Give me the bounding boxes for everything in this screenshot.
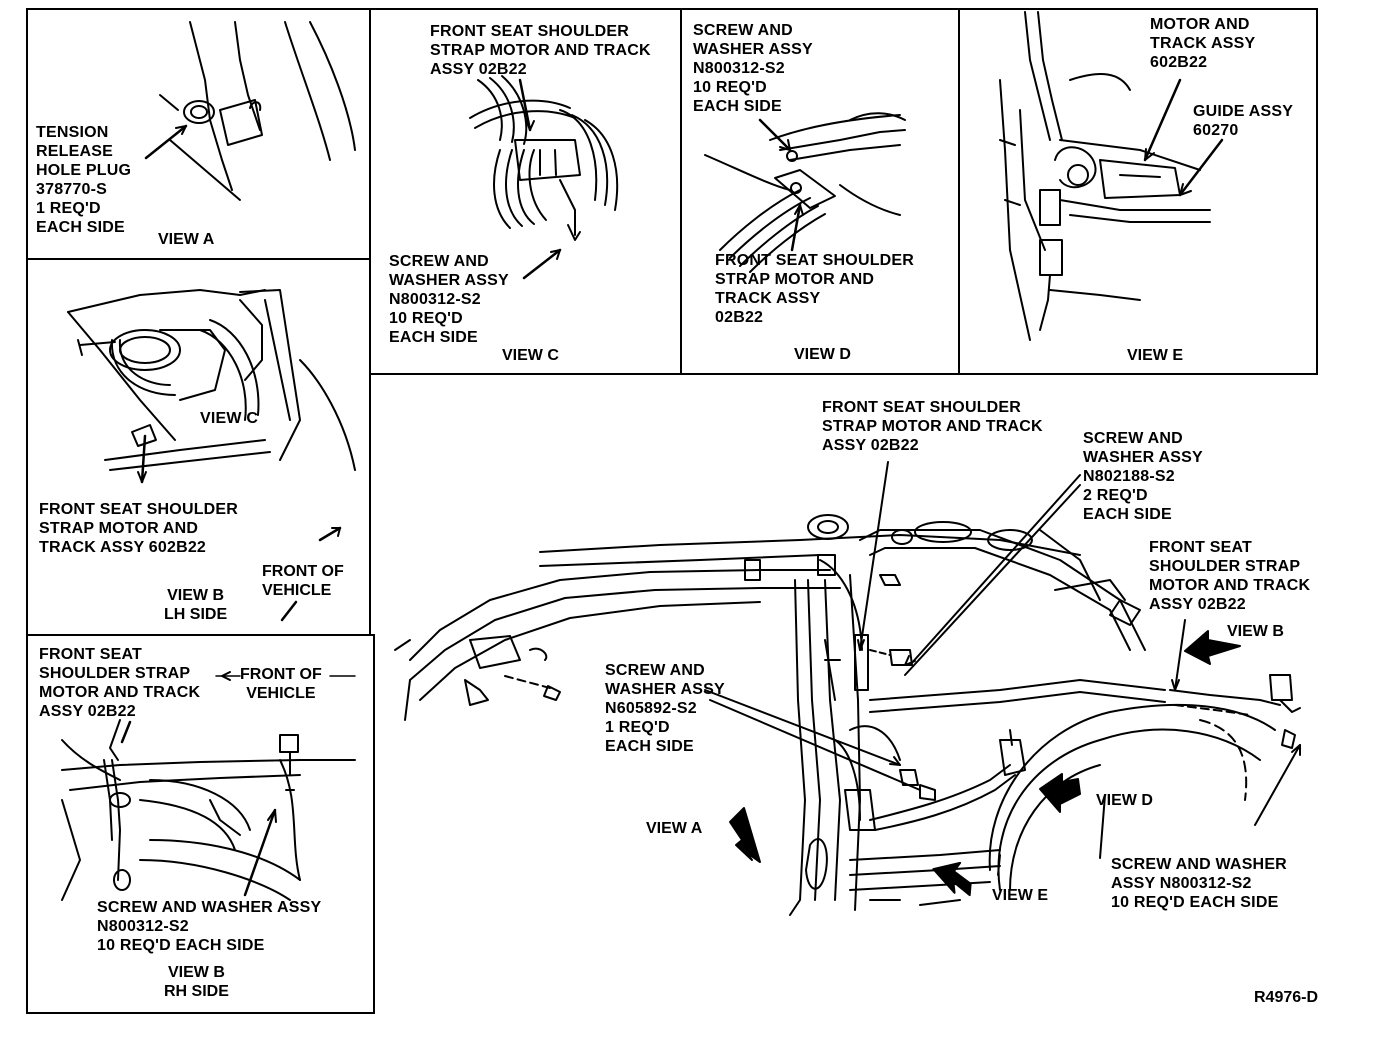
view-b-rh-caption: VIEW B RH SIDE [164,964,229,1000]
view-d-screw-callout: SCREW AND WASHER ASSY N800312-S2 10 REQ'… [693,22,813,115]
view-d-caption: VIEW D [794,346,851,363]
view-b-rh-art [61,671,356,901]
main-view-a-label: VIEW A [646,820,703,837]
view-d-art [704,112,906,273]
view-e-guide-callout: GUIDE ASSY 60270 [1193,103,1294,139]
view-a-art [144,21,356,201]
view-a-caption: VIEW A [158,231,215,248]
view-c-caption: VIEW C [502,347,559,364]
view-b-rh-motor-callout: FRONT SEAT SHOULDER STRAP MOTOR AND TRAC… [39,646,201,720]
main-view-d-label: VIEW D [1096,792,1153,809]
view-c-motor-callout: FRONT SEAT SHOULDER STRAP MOTOR AND TRAC… [430,23,651,78]
view-d-motor-callout: FRONT SEAT SHOULDER STRAP MOTOR AND TRAC… [715,252,915,326]
main-art [394,461,1301,916]
main-view-e-label: VIEW E [992,887,1049,904]
view-arrows [729,630,1241,897]
main-screw-callout-mid: SCREW AND WASHER ASSY N605892-S2 1 REQ'D… [605,662,725,755]
view-b-rh-front-label: FRONT OF VEHICLE [240,666,322,702]
view-b-lh-view-c-marker: VIEW C [200,410,259,427]
view-e-motor-callout: MOTOR AND TRACK ASSY 602B22 [1150,16,1256,71]
main-motor-callout-top: FRONT SEAT SHOULDER STRAP MOTOR AND TRAC… [822,399,1043,454]
main-view-top-rule [369,373,1318,375]
main-screw-callout-top: SCREW AND WASHER ASSY N802188-S2 2 REQ'D… [1083,430,1203,523]
view-b-lh-front-label: FRONT OF VEHICLE [262,563,344,599]
view-a-tension-plug-callout: TENSION RELEASE HOLE PLUG 378770-S 1 REQ… [36,124,132,236]
main-view-b-label: VIEW B [1227,623,1284,640]
view-b-lh-caption: VIEW B LH SIDE [164,587,228,623]
view-e-art [999,11,1224,341]
view-b-rh-panel [26,634,375,1014]
view-e-caption: VIEW E [1127,347,1184,364]
figure-reference-code: R4976-D [1254,989,1319,1006]
view-c-art [469,75,619,280]
view-e-panel [958,8,1318,375]
view-b-lh-motor-callout: FRONT SEAT SHOULDER STRAP MOTOR AND TRAC… [39,501,239,556]
main-motor-callout-right: FRONT SEAT SHOULDER STRAP MOTOR AND TRAC… [1149,539,1311,613]
view-b-lh-art [67,289,356,622]
main-screw-callout-right: SCREW AND WASHER ASSY N800312-S2 10 REQ'… [1111,856,1287,911]
view-b-rh-screw-callout: SCREW AND WASHER ASSY N800312-S2 10 REQ'… [97,899,322,954]
view-c-screw-callout: SCREW AND WASHER ASSY N800312-S2 10 REQ'… [389,253,509,346]
